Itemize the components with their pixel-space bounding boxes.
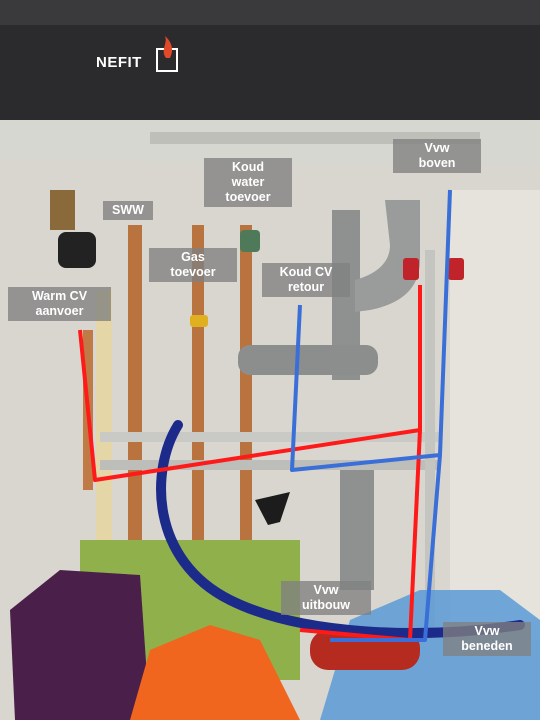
label-koud-water-toevoer-line1: Koud [232, 160, 264, 174]
grey-drain-pipe-lower [340, 470, 374, 590]
label-vvw-uitbouw-line2: uitbouw [302, 598, 350, 612]
label-koud-cv-retour-line2: retour [287, 280, 325, 294]
cream-pipe [96, 290, 112, 560]
label-sww-line1: SWW [112, 203, 144, 217]
red-valve-left [403, 258, 419, 280]
label-koud-water-toevoer: Koud water toevoer [204, 158, 292, 207]
label-koud-cv-retour: Koud CV retour [262, 263, 350, 297]
silver-pipe-lower [100, 460, 440, 470]
label-vvw-boven: Vvw boven [393, 139, 481, 173]
label-gas-toevoer-line1: Gas [181, 250, 205, 264]
boiler-front-highlight [0, 0, 540, 25]
label-koud-water-toevoer-line3: toevoer [225, 190, 271, 204]
label-gas-toevoer: Gas toevoer [149, 248, 237, 282]
silver-pipe-right [425, 250, 435, 630]
label-koud-cv-retour-line1: Koud CV [279, 265, 333, 279]
label-sww: SWW [103, 201, 153, 220]
dark-blue-hose [156, 420, 525, 638]
gas-valve-handle-icon [190, 315, 208, 327]
orange-fabric [130, 625, 300, 720]
label-warm-cv-aanvoer-line1: Warm CV [31, 289, 88, 303]
pump-black-cap [58, 232, 96, 268]
label-vvw-beneden-line1: Vvw [474, 624, 500, 638]
label-vvw-beneden-line2: beneden [461, 639, 513, 653]
flame-icon [163, 36, 173, 58]
silver-pipe-upper [100, 432, 440, 442]
green-valve [240, 230, 260, 252]
brand-logo: NEFIT [96, 54, 142, 71]
wall-right-panel [450, 190, 540, 640]
cold-cv-blue-annotation [290, 189, 452, 642]
label-warm-cv-aanvoer: Warm CV aanvoer [8, 287, 111, 321]
label-vvw-beneden: Vvw beneden [443, 622, 531, 656]
label-vvw-uitbouw-line1: Vvw [313, 583, 339, 597]
purple-bag [10, 570, 150, 720]
label-gas-toevoer-line2: toevoer [170, 265, 216, 279]
black-tap-handle-icon [255, 492, 290, 525]
grey-drain-pipe-bend [355, 200, 420, 312]
label-vvw-boven-line2: boven [418, 156, 456, 170]
grey-drain-pipe-horizontal [238, 345, 378, 375]
red-valve-right [448, 258, 464, 280]
label-warm-cv-aanvoer-line2: aanvoer [35, 304, 84, 318]
label-vvw-boven-line1: Vvw [424, 141, 450, 155]
label-vvw-uitbouw: Vvw uitbouw [281, 581, 371, 615]
left-pipe-fitting [50, 190, 75, 230]
label-koud-water-toevoer-line2: water [231, 175, 265, 189]
